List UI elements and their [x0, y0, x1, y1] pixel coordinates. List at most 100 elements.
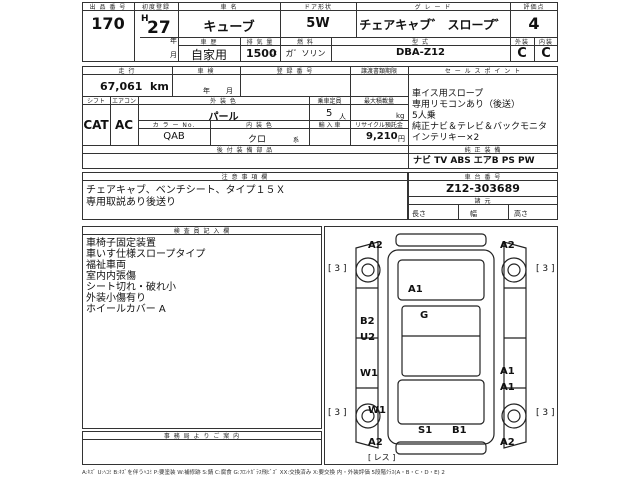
damage-mark-s1: S1: [418, 425, 433, 436]
color-label: 外 装 色: [210, 98, 237, 105]
damage-mark-a2-front-right: A2: [500, 240, 515, 251]
bracket-rear-left: [ 3 ]: [328, 408, 347, 418]
sales-point-1: 車イス用スロープ: [412, 89, 484, 99]
sales-point-5: インテリキー×2: [412, 133, 480, 143]
type-label: 型 式: [412, 39, 429, 46]
inspector-label: 検 査 員 記 入 欄: [173, 228, 231, 235]
grade: チェアキャブ゛ スロープ゛: [359, 18, 507, 32]
bracket-front-right: [ 3 ]: [536, 264, 555, 274]
length-label: 長さ: [412, 210, 426, 218]
inspector-line-6: 外装小傷有り: [86, 293, 146, 304]
res-label: [ レス ]: [368, 453, 396, 462]
cc-label: 排 気 量: [246, 39, 274, 46]
recycle-fee: 9,210: [366, 131, 398, 142]
mileage-unit: km: [150, 80, 169, 93]
inspector-panel: [82, 226, 322, 429]
mileage: 67,061: [100, 80, 143, 93]
car-outline-icon: [355, 233, 527, 455]
reg-number-label: 登 録 番 号: [276, 68, 314, 75]
header-panel: [82, 2, 558, 62]
inspection-label: 車 検: [197, 68, 215, 75]
damage-mark-a2-front-left: A2: [368, 240, 383, 251]
mileage-label: 走 行: [118, 68, 136, 75]
model-label: 車 名: [220, 4, 238, 11]
model-name: キューブ: [203, 20, 255, 35]
notes-line-2: 専用取説あり後送り: [86, 197, 176, 208]
damage-mark-a1-rear-right: A1: [500, 382, 515, 393]
door-label: ドア形状: [303, 4, 332, 11]
inspector-line-5: シート切れ・破れ小: [86, 282, 176, 293]
capacity-label: 乗車定員: [317, 98, 342, 105]
year-unit: 年: [170, 37, 177, 45]
registration-year: 27: [147, 18, 171, 38]
car-diagram: [326, 228, 556, 462]
exterior-label: 外装: [514, 39, 529, 46]
aircon: AC: [114, 118, 134, 132]
shift: CAT: [83, 118, 109, 132]
sales-point-2: 専用リモコンあり（後送）: [412, 100, 521, 110]
notes-line-1: チェアキャブ、ベンチシート、タイプ１５Ｘ: [86, 185, 286, 196]
registration-label: 初度登録: [141, 4, 170, 11]
damage-mark-a1-right: A1: [500, 366, 515, 377]
standard-equipment-label: 純 正 装 備: [464, 147, 502, 154]
notes-label: 注 意 事 項 欄: [221, 174, 269, 181]
score: 4: [528, 14, 540, 33]
sales-point-4: 純正ナビ＆テレビ＆バックモニタ: [412, 122, 548, 132]
interior-grade: C: [541, 46, 551, 61]
color-no-label: カ ラ ー No.: [152, 122, 196, 129]
shift-label: シフト: [86, 98, 105, 105]
exterior-color: パール: [208, 112, 239, 123]
damage-mark-b2: B2: [360, 316, 375, 327]
chassis-label: 車 台 番 号: [464, 174, 502, 181]
model-type: DBA-Z12: [396, 47, 445, 58]
load-label: 最大積載量: [363, 98, 394, 105]
inspector-line-1: 車椅子固定装置: [86, 238, 156, 249]
damage-mark-a2-rear-right: A2: [500, 437, 515, 448]
capacity: 5: [326, 108, 333, 119]
deadline-label: 譲渡書類期限: [360, 68, 397, 75]
damage-mark-a2-rear-left: A2: [368, 437, 383, 448]
fuel: ガ゛ソリン: [285, 49, 326, 58]
footer-legend: A:ｷｽﾞ U:ﾍｺﾐ B:ｷｽﾞを伴うﾍｺﾐ P:要塗装 W:補修跡 S:錆 …: [82, 470, 445, 476]
fuel-label: 燃 料: [297, 39, 314, 46]
usage-label: 車 歴: [200, 39, 218, 46]
details-panel: [82, 66, 558, 169]
inspector-line-4: 室内内張傷: [86, 271, 136, 282]
cc-unit: CC: [270, 51, 277, 57]
era: H: [141, 14, 149, 24]
aircon-label: エアコン: [111, 98, 136, 105]
sales-point-3: 5人乗: [412, 111, 436, 121]
damage-mark-w1-left: W1: [360, 368, 378, 379]
score-label: 評価点: [523, 4, 545, 11]
inspector-line-3: 福祉車両: [86, 260, 126, 271]
month-unit: 月: [170, 51, 177, 59]
recycle-unit: 円: [398, 135, 405, 143]
usage: 自家用: [190, 48, 227, 62]
damage-mark-g-windshield: G: [420, 310, 429, 321]
interior-label: 内装: [538, 39, 553, 46]
office-label: 事 務 局 よ り ご 案 内: [163, 433, 241, 440]
office-panel: [82, 431, 322, 465]
inspector-line-2: 車いす仕様スロープタイプ: [86, 249, 206, 260]
bracket-front-left: [ 3 ]: [328, 264, 347, 274]
sales-point-label: セ ー ル ス ポ イ ン ト: [444, 68, 522, 75]
damage-mark-b1: B1: [452, 425, 467, 436]
inspection-year-unit: 年: [203, 87, 210, 95]
exterior-grade: C: [517, 46, 527, 61]
door-type: 5W: [306, 16, 330, 31]
standard-equipment: ナビ TV ABS エアB PS PW: [413, 156, 535, 166]
recycle-label: リサイクル預託金: [355, 122, 403, 129]
dimensions-label: 諸 元: [474, 198, 492, 205]
bracket-rear-right: [ 3 ]: [536, 408, 555, 418]
width-label: 幅: [470, 210, 477, 218]
chassis-number: Z12-303689: [446, 182, 520, 195]
damage-mark-w1-rear: W1: [368, 405, 386, 416]
grade-label: グ レ ー ド: [414, 4, 452, 11]
import-label: 輸 入 車: [318, 122, 341, 129]
inspection-month-unit: 月: [226, 87, 233, 95]
damage-mark-a1-hood: A1: [408, 284, 423, 295]
capacity-unit: 人: [339, 113, 346, 121]
inspector-line-7: ホイールカバー A: [86, 304, 166, 315]
color-number: QAB: [163, 131, 185, 142]
displacement: 1500: [246, 47, 277, 60]
